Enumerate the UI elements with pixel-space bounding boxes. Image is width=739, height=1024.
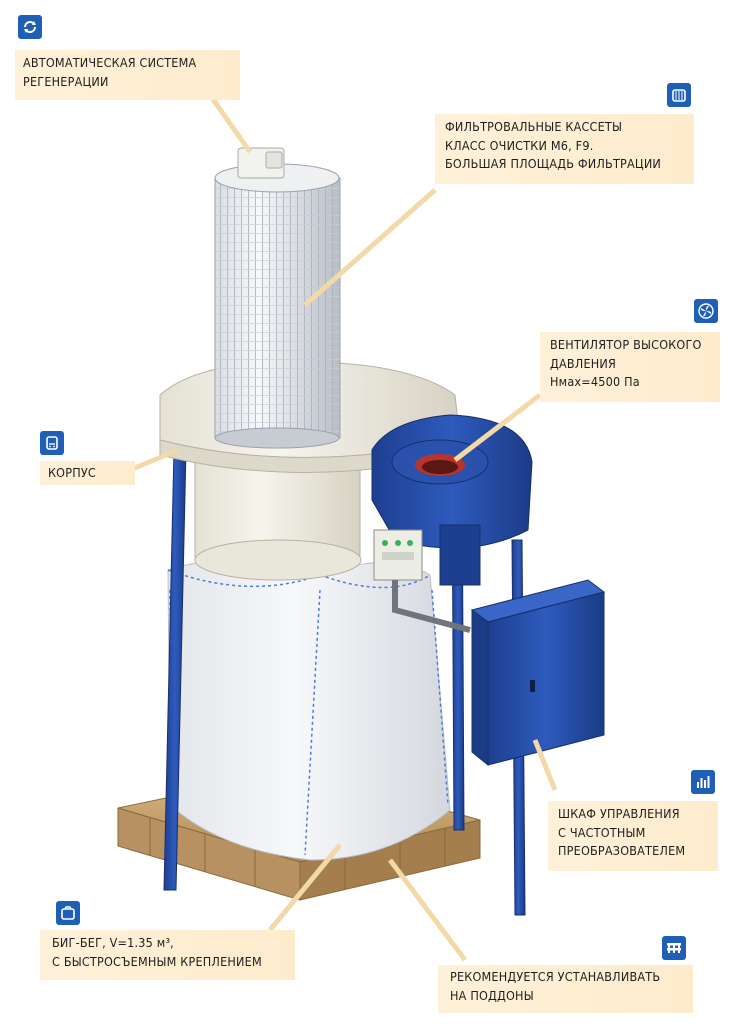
callout-line: С ЧАСТОТНЫМ bbox=[558, 824, 646, 840]
fan-control-box bbox=[373, 529, 471, 633]
filter-cassette-icon-badge bbox=[667, 83, 691, 107]
callout-bigbag: БИГ-БЕГ, V=1.35 м³, С БЫСТРОСЪЕМНЫМ КРЕП… bbox=[40, 930, 295, 980]
high-pressure-fan bbox=[371, 414, 533, 586]
leader-lines bbox=[129, 93, 558, 962]
callout-line: ФИЛЬТРОВАЛЬНЫЕ КАССЕТЫ bbox=[445, 119, 623, 134]
callout-line: ДАВЛЕНИЯ bbox=[550, 355, 617, 371]
callout-fan: ВЕНТИЛЯТОР ВЫСОКОГО ДАВЛЕНИЯ Hмах=4500 П… bbox=[540, 332, 720, 402]
callout-line: КОРПУС bbox=[48, 465, 96, 480]
bag-icon-badge bbox=[56, 901, 80, 925]
housing-icon bbox=[46, 436, 58, 450]
callout-line: ПРЕОБРАЗОВАТЕЛЕМ bbox=[558, 843, 686, 858]
filter-cartridge bbox=[214, 147, 341, 449]
callout-line: КЛАСС ОЧИСТКИ М6, F9. bbox=[445, 137, 594, 153]
callout-line: ВЕНТИЛЯТОР ВЫСОКОГО bbox=[550, 337, 702, 352]
equalizer-icon-badge bbox=[691, 770, 715, 794]
refresh-icon bbox=[24, 21, 36, 33]
callout-line: БОЛЬШАЯ ПЛОЩАДЬ ФИЛЬТРАЦИИ bbox=[445, 156, 662, 171]
pallet-icon-badge bbox=[662, 936, 686, 960]
callout-line: ШКАФ УПРАВЛЕНИЯ bbox=[558, 806, 680, 821]
fan-icon bbox=[698, 303, 714, 319]
housing-icon-badge bbox=[40, 431, 64, 455]
callout-line: АВТОМАТИЧЕСКАЯ СИСТЕМА bbox=[23, 55, 197, 70]
bag-icon bbox=[61, 906, 75, 920]
equalizer-icon bbox=[697, 776, 710, 788]
callout-line: РЕГЕНЕРАЦИИ bbox=[23, 73, 109, 89]
callout-cabinet: ШКАФ УПРАВЛЕНИЯ С ЧАСТОТНЫМ ПРЕОБРАЗОВАТ… bbox=[548, 801, 718, 871]
callout-line: БИГ-БЕГ, V=1.35 м³, bbox=[52, 935, 174, 950]
callout-line: Hмах=4500 Па bbox=[550, 374, 640, 389]
fan-icon-badge bbox=[694, 299, 718, 323]
pallet-icon bbox=[667, 943, 681, 953]
big-bag bbox=[167, 558, 451, 861]
callout-line: С БЫСТРОСЪЕМНЫМ КРЕПЛЕНИЕМ bbox=[52, 953, 262, 969]
control-cabinet bbox=[470, 579, 606, 767]
filter-cassette-icon bbox=[672, 89, 686, 102]
callout-line: РЕКОМЕНДУЕТСЯ УСТАНАВЛИВАТЬ bbox=[450, 969, 661, 984]
callout-line: НА ПОДДОНЫ bbox=[450, 987, 534, 1003]
refresh-icon-badge bbox=[18, 15, 42, 39]
callout-filters: ФИЛЬТРОВАЛЬНЫЕ КАССЕТЫ КЛАСС ОЧИСТКИ М6,… bbox=[435, 114, 694, 184]
callout-regeneration: АВТОМАТИЧЕСКАЯ СИСТЕМА РЕГЕНЕРАЦИИ bbox=[15, 50, 240, 100]
callout-pallet: РЕКОМЕНДУЕТСЯ УСТАНАВЛИВАТЬ НА ПОДДОНЫ bbox=[438, 965, 693, 1013]
callout-housing: КОРПУС bbox=[40, 461, 135, 485]
